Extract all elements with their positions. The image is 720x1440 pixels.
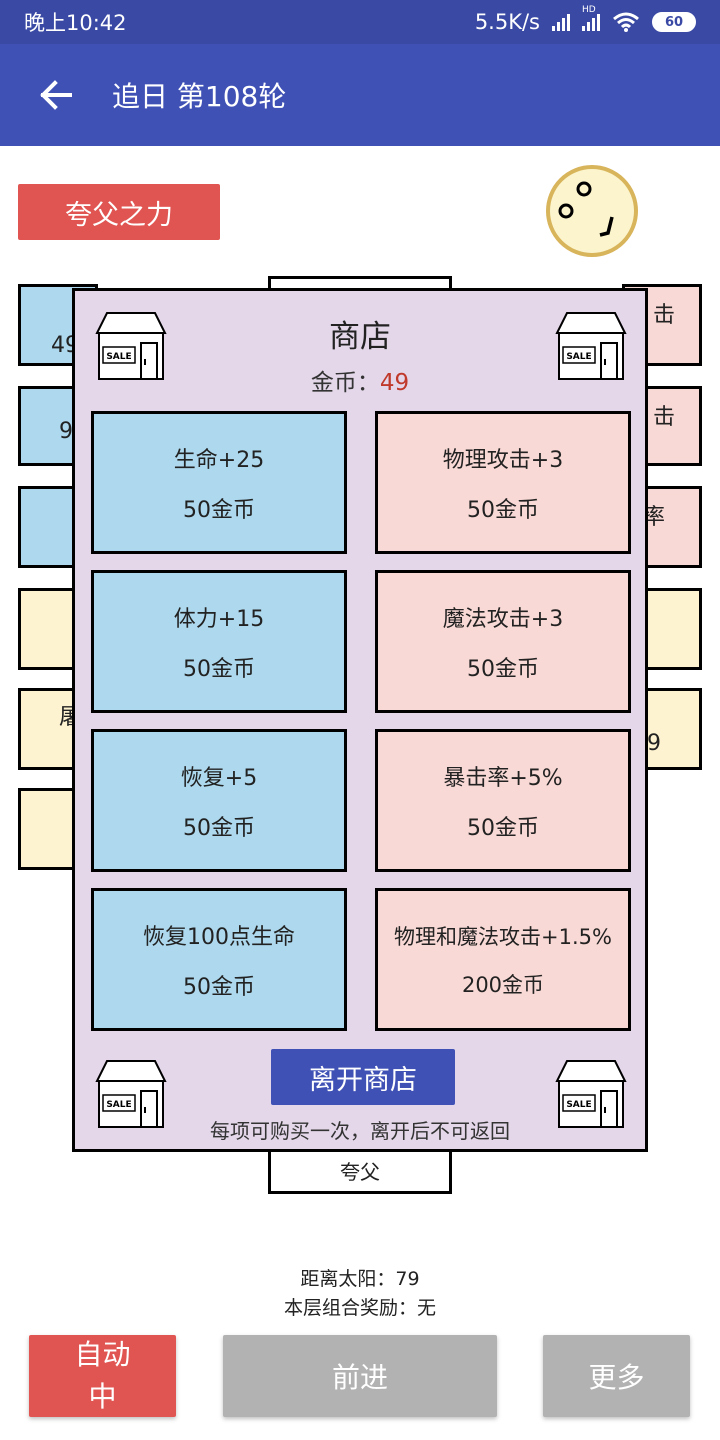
status-bar: 晚上10:42 5.5K/s HD 60 (0, 0, 720, 44)
shop-item-magic-attack[interactable]: 魔法攻击+3 50金币 (375, 570, 631, 713)
distance-to-sun: 距离太阳：79 (300, 1268, 420, 1290)
forward-button[interactable]: 前进 (223, 1335, 497, 1417)
item-price: 50金币 (183, 656, 255, 682)
shop-storefront-icon: SALE (95, 312, 167, 380)
shop-storefront-icon: SALE (95, 1060, 167, 1128)
item-price: 50金币 (467, 815, 539, 841)
gold-value: 49 (379, 370, 410, 396)
smiley-face-icon[interactable] (546, 165, 638, 257)
item-name: 恢复100点生命 (143, 924, 295, 950)
item-price: 50金币 (183, 974, 255, 1000)
leave-shop-button[interactable]: 离开商店 (271, 1049, 455, 1105)
sale-text: SALE (106, 352, 131, 362)
item-price: 50金币 (467, 497, 539, 523)
kuafu-power-button[interactable]: 夸父之力 (18, 184, 220, 240)
page-title: 追日 第108轮 (112, 80, 287, 113)
network-speed: 5.5K/s (474, 10, 540, 34)
shop-item-attack-percent[interactable]: 物理和魔法攻击+1.5% 200金币 (375, 888, 631, 1031)
shop-item-hp[interactable]: 生命+25 50金币 (91, 411, 347, 554)
map-tile-kuafu[interactable]: 夸父 (268, 1146, 452, 1194)
item-name: 恢复+5 (180, 765, 258, 791)
signal-icon (552, 13, 570, 31)
shop-item-stamina[interactable]: 体力+15 50金币 (91, 570, 347, 713)
item-price: 50金币 (467, 656, 539, 682)
sale-text: SALE (106, 1100, 131, 1110)
battery-icon: 60 (652, 12, 696, 32)
shop-title: 商店 (329, 319, 391, 355)
shop-dialog: 商店 金币：49 SALE SALE SALE SALE 生命+25 (72, 288, 648, 1152)
shop-item-heal[interactable]: 恢复100点生命 50金币 (91, 888, 347, 1031)
item-price: 200金币 (461, 972, 545, 997)
arrow-left-icon (40, 80, 72, 110)
signal-hd-icon: HD (582, 5, 600, 31)
back-button[interactable] (0, 44, 112, 146)
shop-note: 每项可购买一次，离开后不可返回 (210, 1119, 510, 1143)
sale-text: SALE (566, 352, 591, 362)
item-name: 物理和魔法攻击+1.5% (394, 924, 612, 949)
wifi-icon (613, 12, 639, 32)
gold-display: 金币：49 (310, 370, 410, 396)
item-price: 50金币 (183, 497, 255, 523)
status-indicators: 5.5K/s HD 60 (474, 5, 696, 34)
item-price: 50金币 (183, 815, 255, 841)
map-tile[interactable]: 击 (622, 284, 702, 366)
item-name: 物理攻击+3 (442, 447, 564, 473)
auto-button[interactable]: 自动中 (29, 1335, 176, 1417)
item-name: 体力+15 (173, 606, 265, 632)
sale-text: SALE (566, 1100, 591, 1110)
more-button[interactable]: 更多 (543, 1335, 690, 1417)
shop-item-crit-rate[interactable]: 暴击率+5% 50金币 (375, 729, 631, 872)
smiley-features (558, 181, 614, 237)
item-name: 魔法攻击+3 (442, 606, 564, 632)
shop-item-physical-attack[interactable]: 物理攻击+3 50金币 (375, 411, 631, 554)
app-bar: 追日 第108轮 (0, 44, 720, 146)
shop-storefront-icon: SALE (555, 1060, 627, 1128)
status-time: 晚上10:42 (24, 11, 127, 35)
shop-storefront-icon: SALE (555, 312, 627, 380)
combo-bonus: 本层组合奖励：无 (283, 1297, 436, 1319)
item-name: 生命+25 (173, 447, 265, 473)
shop-item-recovery[interactable]: 恢复+5 50金币 (91, 729, 347, 872)
item-name: 暴击率+5% (443, 765, 563, 791)
